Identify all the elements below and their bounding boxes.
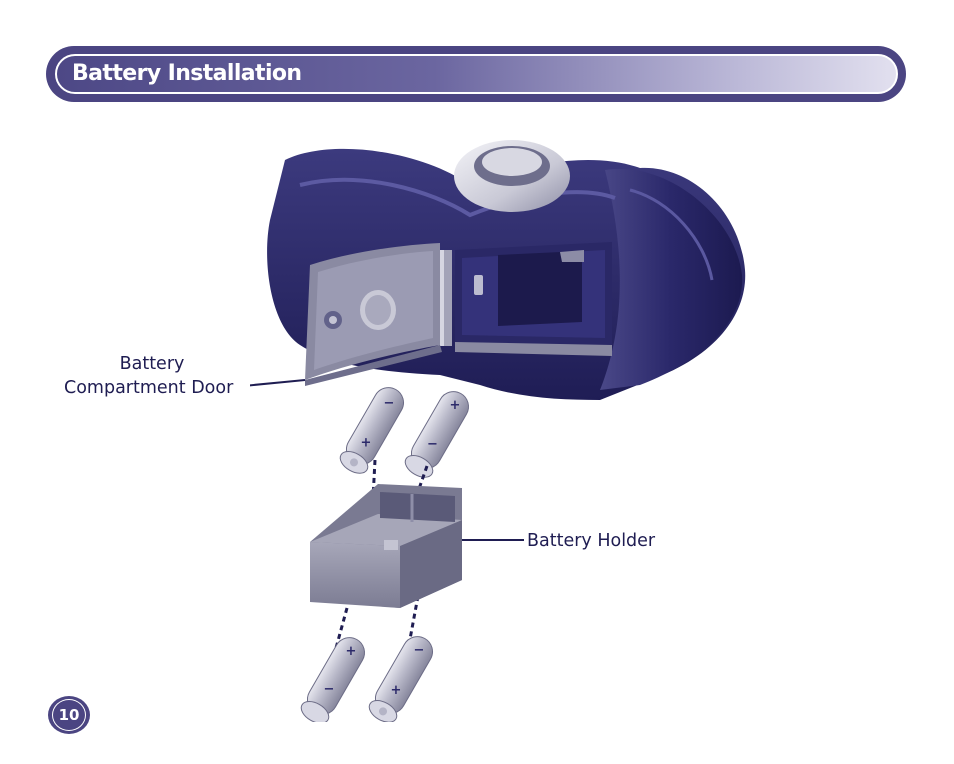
svg-text:+: + (391, 683, 402, 698)
door-label-line2: Compartment Door (64, 378, 234, 398)
svg-text:+: + (450, 398, 461, 413)
battery-top-left: + − (339, 387, 404, 474)
device-body (267, 140, 746, 400)
svg-text:+: + (346, 644, 357, 659)
section-title: Battery Installation (72, 61, 302, 86)
svg-text:+: + (361, 436, 372, 451)
svg-text:−: − (324, 682, 335, 697)
battery-bottom-left: − + (300, 637, 365, 722)
svg-text:−: − (384, 396, 395, 411)
door-label-line1: Battery (119, 354, 185, 374)
svg-text:−: − (414, 643, 425, 658)
battery-holder (310, 484, 462, 608)
page-number-badge-ring (52, 699, 86, 731)
battery-installation-illustration: + − − + − + + − (250, 140, 746, 722)
page-number: 10 (58, 706, 80, 724)
holder-label: Battery Holder (527, 531, 656, 551)
svg-text:−: − (427, 437, 438, 452)
battery-top-right: − + (404, 391, 469, 478)
door-leader-line (250, 379, 306, 387)
section-header-inner (55, 54, 898, 94)
battery-bottom-right: + − (368, 636, 433, 722)
